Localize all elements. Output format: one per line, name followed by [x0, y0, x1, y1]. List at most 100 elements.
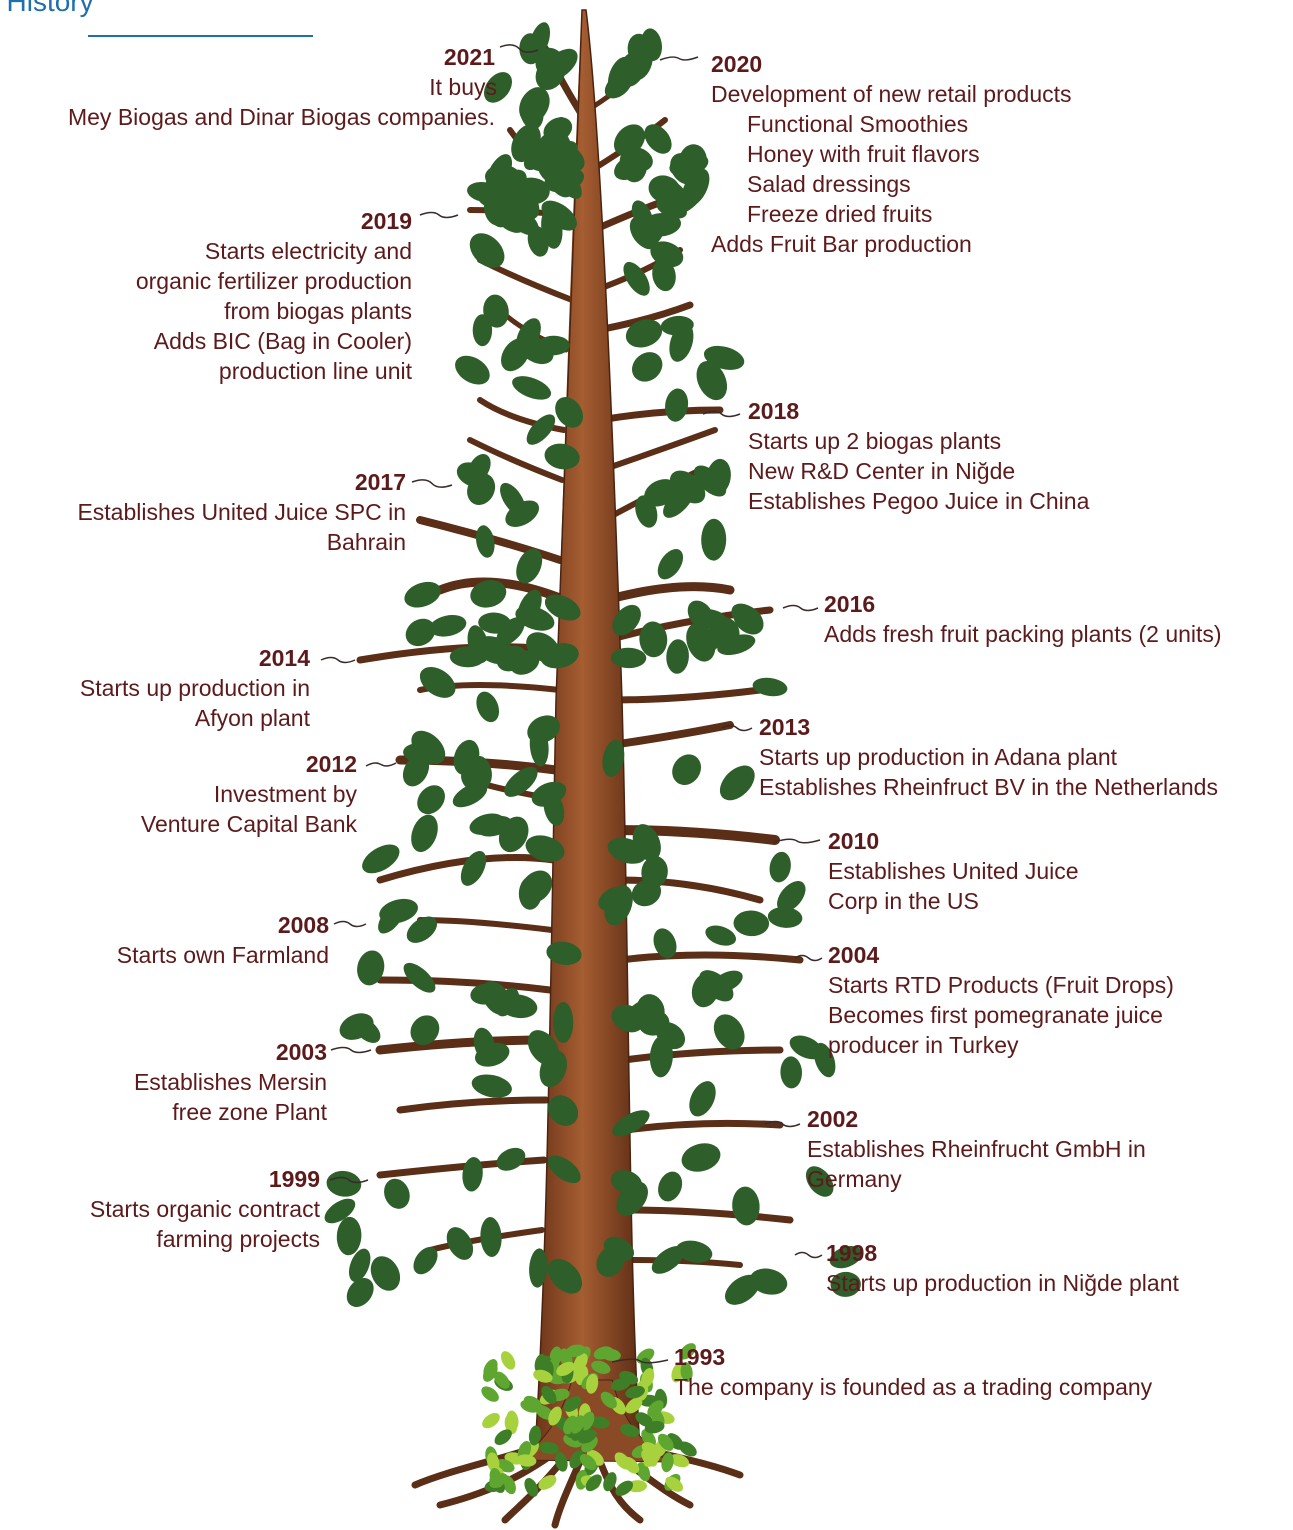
- leaf: [672, 754, 701, 785]
- leaf: [697, 609, 728, 630]
- milestone-year: 2018: [748, 398, 800, 424]
- ground-foliage: [678, 1441, 697, 1457]
- leaf: [693, 465, 727, 497]
- milestone-text: Establishes United Juice: [828, 858, 1079, 884]
- leaf: [480, 1217, 502, 1257]
- milestone-text: free zone Plant: [172, 1099, 327, 1125]
- leaf: [604, 885, 633, 926]
- leaf: [769, 851, 791, 883]
- ground-foliage: [589, 1416, 610, 1429]
- leaf: [611, 1004, 645, 1033]
- leader-line: [721, 724, 753, 732]
- ground-foliage: [610, 1378, 631, 1391]
- leaf: [676, 1240, 713, 1263]
- leaf: [651, 1245, 685, 1274]
- milestone-year: 2021: [443, 44, 495, 70]
- milestone-text: Honey with fruit flavors: [747, 141, 980, 167]
- leaf: [540, 643, 579, 669]
- ground-foliage: [541, 1386, 557, 1404]
- tree-leaves: [324, 22, 862, 1497]
- leaf: [449, 646, 486, 668]
- milestone-text: Starts up production in Adana plant: [759, 744, 1118, 770]
- leaf: [632, 352, 663, 382]
- leaf: [780, 1056, 803, 1089]
- leaf: [681, 168, 710, 208]
- leaf: [541, 200, 577, 231]
- leaf: [665, 388, 689, 422]
- leaf: [484, 72, 512, 103]
- ground-foliage: [563, 1396, 582, 1412]
- milestone-text: Germany: [807, 1166, 902, 1192]
- ground-foliage: [591, 1360, 611, 1374]
- milestone-2018: 2018 Starts up 2 biogas plants New R&D C…: [748, 396, 1089, 516]
- ground-foliage: [669, 1454, 690, 1468]
- milestone-2016: 2016 Adds fresh fruit packing plants (2 …: [824, 589, 1222, 649]
- leaf: [544, 594, 581, 621]
- leaf: [635, 495, 658, 528]
- branch: [616, 951, 804, 964]
- leaf: [653, 928, 677, 959]
- leaf: [547, 1155, 581, 1184]
- leaf: [629, 216, 659, 250]
- ground-foliage: [554, 1452, 568, 1472]
- branch: [427, 1227, 545, 1253]
- ground-foliage: [644, 1421, 665, 1434]
- leaf: [705, 925, 737, 946]
- leaf: [724, 1274, 760, 1305]
- leaf: [403, 743, 442, 765]
- leaf: [515, 605, 555, 631]
- ground-foliage: [625, 1397, 643, 1414]
- leaf: [555, 397, 584, 428]
- milestone-2010: 2010 Establishes United Juice Corp in th…: [828, 826, 1079, 916]
- milestone-text: Establishes Pegoo Juice in China: [748, 488, 1090, 514]
- branch: [376, 976, 554, 994]
- ground-foliage: [482, 1412, 500, 1429]
- leaf: [644, 479, 678, 507]
- ground-foliage: [679, 1343, 696, 1360]
- branch: [596, 406, 724, 424]
- leaf: [455, 355, 490, 385]
- milestone-year: 2020: [711, 51, 763, 77]
- ground-foliage: [494, 1429, 512, 1446]
- milestone-2019: 2019 Starts electricity and organic fert…: [136, 206, 412, 386]
- leaf: [767, 906, 803, 928]
- milestone-year: 1993: [674, 1344, 726, 1370]
- leaf: [469, 813, 505, 835]
- leaf: [326, 1170, 362, 1197]
- milestone-text: Starts organic contract: [89, 1196, 320, 1222]
- leaf: [469, 233, 505, 268]
- leaf: [495, 169, 527, 201]
- milestone-1999: 1999 Starts organic contract farming pro…: [90, 1164, 320, 1254]
- leaf: [362, 844, 400, 874]
- leaf: [719, 765, 755, 801]
- ground-foliage: [489, 1467, 503, 1488]
- leaf: [413, 1246, 438, 1275]
- leaf: [539, 1050, 567, 1088]
- leaf: [644, 124, 672, 154]
- milestone-text: Adds BIC (Bag in Cooler): [153, 328, 412, 354]
- leaf: [696, 361, 728, 401]
- branch: [614, 876, 764, 904]
- ground-foliage: [533, 1369, 553, 1383]
- milestone-text: Starts up production in: [79, 675, 310, 701]
- milestone-text: production line unit: [218, 358, 412, 384]
- leaf: [336, 1216, 362, 1256]
- leaf: [691, 972, 720, 1008]
- milestone-text: Bahrain: [326, 529, 406, 555]
- ground-foliage: [528, 1425, 542, 1446]
- leader-line: [329, 1176, 369, 1184]
- ground-foliage: [538, 1475, 557, 1490]
- leaf: [607, 837, 647, 864]
- milestone-year: 1998: [826, 1240, 878, 1266]
- milestone-1993: 1993 The company is founded as a trading…: [674, 1342, 1152, 1402]
- milestone-text: Starts RTD Products (Fruit Drops): [828, 972, 1174, 998]
- leaf: [544, 443, 580, 470]
- branch: [599, 427, 718, 473]
- leaf: [403, 962, 436, 993]
- ground-foliage: [603, 1472, 617, 1492]
- leader-line: [411, 479, 453, 488]
- leaf: [496, 1147, 526, 1171]
- leaf: [483, 294, 509, 328]
- ground-foliage: [569, 1450, 584, 1469]
- leaf: [472, 314, 493, 347]
